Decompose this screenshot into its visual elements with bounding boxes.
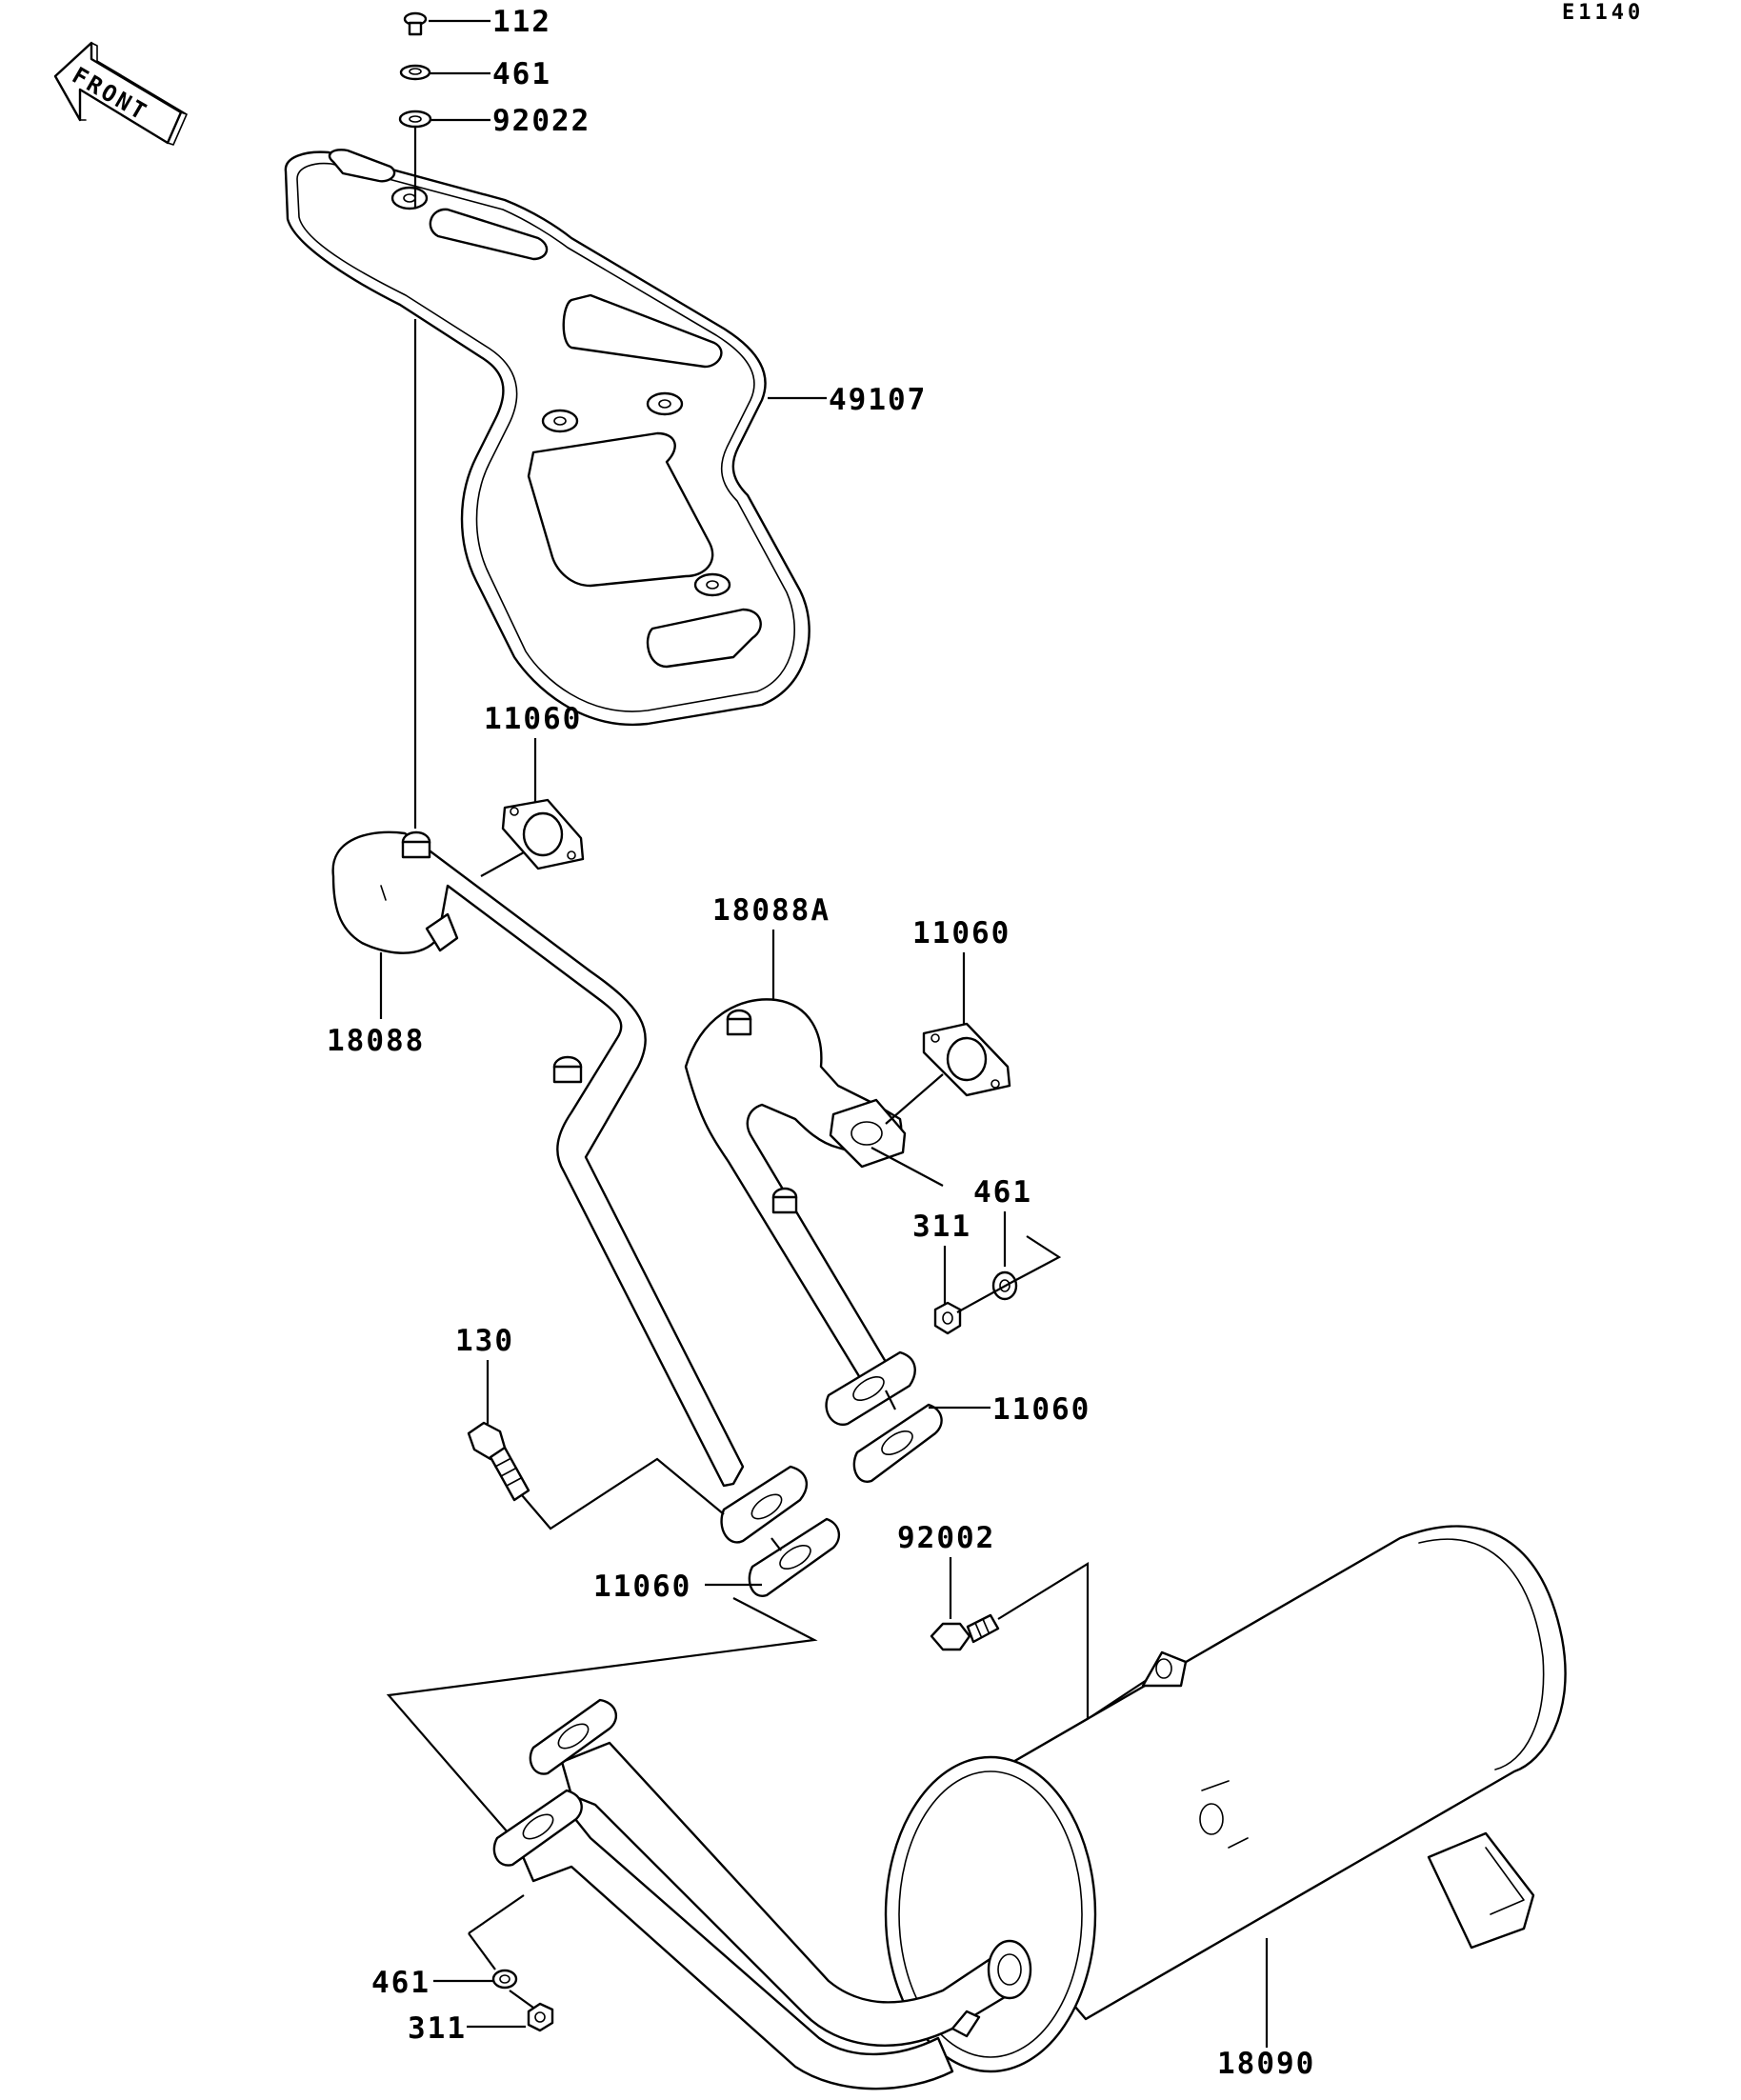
label-311-bottom: 311 xyxy=(408,2011,467,2046)
label-18090: 18090 xyxy=(1217,2047,1315,2081)
lock-washer-461-icon xyxy=(399,64,431,81)
gasket-11060-upper-right-icon xyxy=(922,1022,1011,1097)
heat-guard-49107 xyxy=(284,149,810,727)
label-92022: 92022 xyxy=(492,104,590,138)
label-461-top: 461 xyxy=(492,57,551,91)
label-11060-lower-right: 11060 xyxy=(992,1392,1091,1427)
label-311-right: 311 xyxy=(912,1210,971,1244)
flat-washer-92022-icon xyxy=(398,110,432,129)
label-112: 112 xyxy=(492,5,551,39)
label-18088A: 18088A xyxy=(712,893,830,928)
lock-washer-461-bottom-icon xyxy=(491,1969,518,1990)
gasket-11060-upper-left-icon xyxy=(501,798,585,870)
label-461-right: 461 xyxy=(973,1175,1032,1210)
label-18088: 18088 xyxy=(327,1024,425,1058)
diagram-code: E1140 xyxy=(1562,1,1644,25)
muffler-18090 xyxy=(492,1525,1567,2090)
label-11060-upper-left: 11060 xyxy=(484,702,582,736)
label-92002: 92002 xyxy=(897,1521,995,1555)
exhaust-pipe-18088A xyxy=(684,998,916,1427)
front-arrow-icon: FRONT xyxy=(53,41,188,146)
label-461-bottom: 461 xyxy=(371,1966,430,2000)
label-11060-upper-right: 11060 xyxy=(912,916,1011,950)
bolt-92002-icon xyxy=(930,1613,1000,1651)
label-11060-lower-left: 11060 xyxy=(593,1570,691,1604)
label-130: 130 xyxy=(455,1324,514,1358)
label-49107: 49107 xyxy=(829,383,927,417)
exhaust-pipe-18088 xyxy=(331,830,809,1544)
nut-311-bottom-icon xyxy=(527,2002,554,2032)
gasket-11060-lower-right-icon xyxy=(852,1403,943,1483)
nut-311-right-icon xyxy=(933,1301,962,1335)
bolt-130-icon xyxy=(467,1421,530,1502)
gasket-11060-lower-left-icon xyxy=(748,1517,841,1597)
bolt-112-icon xyxy=(403,11,428,36)
